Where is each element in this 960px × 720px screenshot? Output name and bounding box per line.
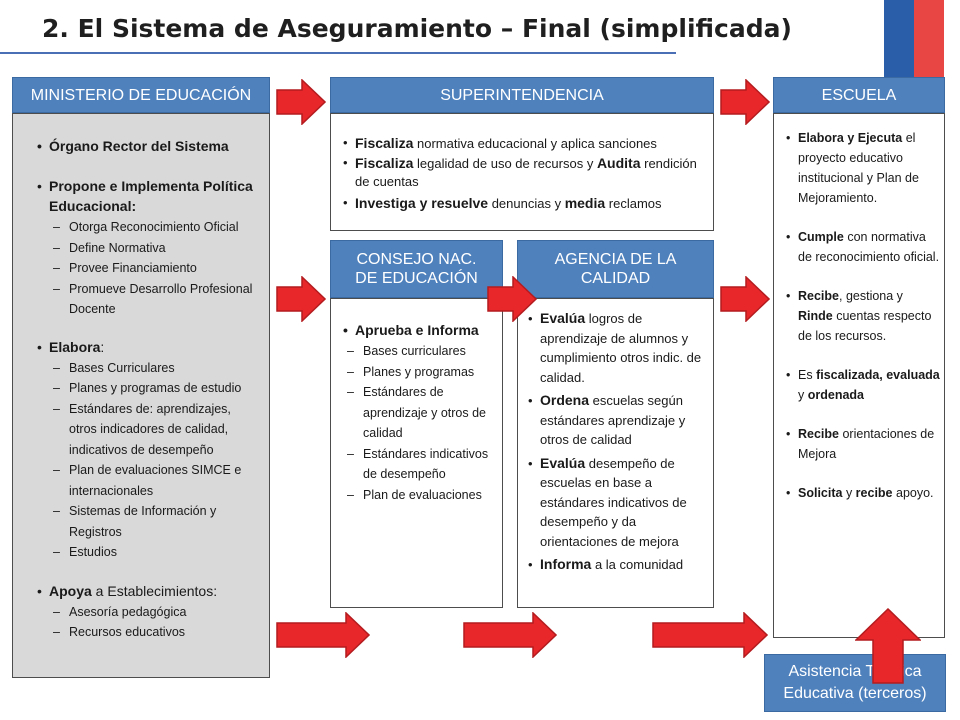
- list-item: Investiga y resuelve denuncias y media r…: [343, 194, 705, 214]
- ministerio-header: MINISTERIO DE EDUCACIÓN: [12, 77, 270, 113]
- arrow-right-icon: [276, 276, 326, 322]
- title-underline: [0, 52, 676, 54]
- list-item: Recibe, gestiona y Rinde cuentas respect…: [786, 286, 940, 346]
- sublist-item: Recursos educativos: [49, 622, 259, 643]
- sublist-item: Estándares indicativos de desempeño: [343, 444, 496, 485]
- arrow-right-icon: [463, 612, 557, 658]
- agencia-panel: Evalúa logros de aprendizaje de alumnos …: [517, 298, 714, 608]
- sublist-item: Plan de evaluaciones: [343, 485, 496, 506]
- consejo-panel: Aprueba e Informa Bases curricularesPlan…: [330, 298, 503, 608]
- list-item: Evalúa logros de aprendizaje de alumnos …: [528, 309, 707, 387]
- escuela-header: ESCUELA: [773, 77, 945, 113]
- arrow-right-icon: [487, 276, 537, 322]
- superintendencia-list: Fiscaliza normativa educacional y aplica…: [343, 134, 705, 213]
- sublist-item: Asesoría pedagógica: [49, 602, 259, 623]
- list-item: Ordena escuelas según estándares aprendi…: [528, 391, 707, 450]
- list-item: Cumple con normativa de reconocimiento o…: [786, 227, 940, 267]
- sublist-item: Planes y programas: [343, 362, 496, 383]
- page-title: 2. El Sistema de Aseguramiento – Final (…: [42, 14, 792, 43]
- sublist-item: Sistemas de Información y Registros: [49, 501, 259, 542]
- sublist-item: Bases curriculares: [343, 341, 496, 362]
- sublist-item: Estándares de: aprendizajes, otros indic…: [49, 399, 259, 461]
- ministerio-sublist: Asesoría pedagógicaRecursos educativos: [49, 602, 259, 643]
- list-item: Evalúa desempeño de escuelas en base a e…: [528, 454, 707, 552]
- superintendencia-header: SUPERINTENDENCIA: [330, 77, 714, 113]
- list-item: Aprueba e Informa Bases curricularesPlan…: [343, 321, 496, 505]
- ministerio-list: Órgano Rector del Sistema Propone e Impl…: [37, 136, 259, 643]
- arrow-right-icon: [720, 79, 770, 125]
- arrow-right-icon: [720, 276, 770, 322]
- flag-blue-stripe: [884, 0, 914, 78]
- sublist-item: Otorga Reconocimiento Oficial: [49, 217, 259, 238]
- list-item: Es fiscalizada, evaluada y ordenada: [786, 365, 940, 405]
- sublist-item: Provee Financiamiento: [49, 258, 259, 279]
- list-item: Órgano Rector del Sistema: [37, 136, 259, 156]
- list-item: Propone e Implementa Política Educaciona…: [37, 176, 259, 320]
- consejo-sublist: Bases curricularesPlanes y programasEstá…: [343, 341, 496, 505]
- escuela-panel: Elabora y Ejecuta el proyecto educativo …: [773, 113, 945, 638]
- list-item: Fiscaliza normativa educacional y aplica…: [343, 134, 705, 154]
- list-item: Elabora y Ejecuta el proyecto educativo …: [786, 128, 940, 208]
- ministerio-sublist: Otorga Reconocimiento OficialDefine Norm…: [49, 217, 259, 320]
- sublist-item: Estudios: [49, 542, 259, 563]
- agencia-header: AGENCIA DE LA CALIDAD: [517, 240, 714, 298]
- consejo-list: Aprueba e Informa Bases curricularesPlan…: [343, 321, 496, 505]
- sublist-item: Plan de evaluaciones SIMCE e internacion…: [49, 460, 259, 501]
- arrow-right-icon: [652, 612, 768, 658]
- escuela-list: Elabora y Ejecuta el proyecto educativo …: [786, 128, 940, 503]
- agencia-list: Evalúa logros de aprendizaje de alumnos …: [528, 309, 707, 575]
- sublist-item: Promueve Desarrollo Profesional Docente: [49, 279, 259, 320]
- sublist-item: Bases Curriculares: [49, 358, 259, 379]
- sublist-item: Estándares de aprendizaje y otros de cal…: [343, 382, 496, 444]
- sublist-item: Planes y programas de estudio: [49, 378, 259, 399]
- list-item: Informa a la comunidad: [528, 555, 707, 575]
- arrow-right-icon: [276, 79, 326, 125]
- list-item: Elabora: Bases CurricularesPlanes y prog…: [37, 337, 259, 563]
- list-item: Apoya a Establecimientos: Asesoría pedag…: [37, 581, 259, 643]
- flag-red-stripe: [914, 0, 944, 78]
- ministerio-sublist: Bases CurricularesPlanes y programas de …: [49, 358, 259, 563]
- arrow-up-icon: [855, 608, 921, 684]
- consejo-header: CONSEJO NAC. DE EDUCACIÓN: [330, 240, 503, 298]
- sublist-item: Define Normativa: [49, 238, 259, 259]
- arrow-right-icon: [276, 612, 370, 658]
- superintendencia-panel: Fiscaliza normativa educacional y aplica…: [330, 113, 714, 231]
- list-item: Fiscaliza legalidad de uso de recursos y…: [343, 154, 705, 192]
- ministerio-panel: Órgano Rector del Sistema Propone e Impl…: [12, 113, 270, 678]
- list-item: Solicita y recibe apoyo.: [786, 483, 940, 503]
- list-item: Recibe orientaciones de Mejora: [786, 424, 940, 464]
